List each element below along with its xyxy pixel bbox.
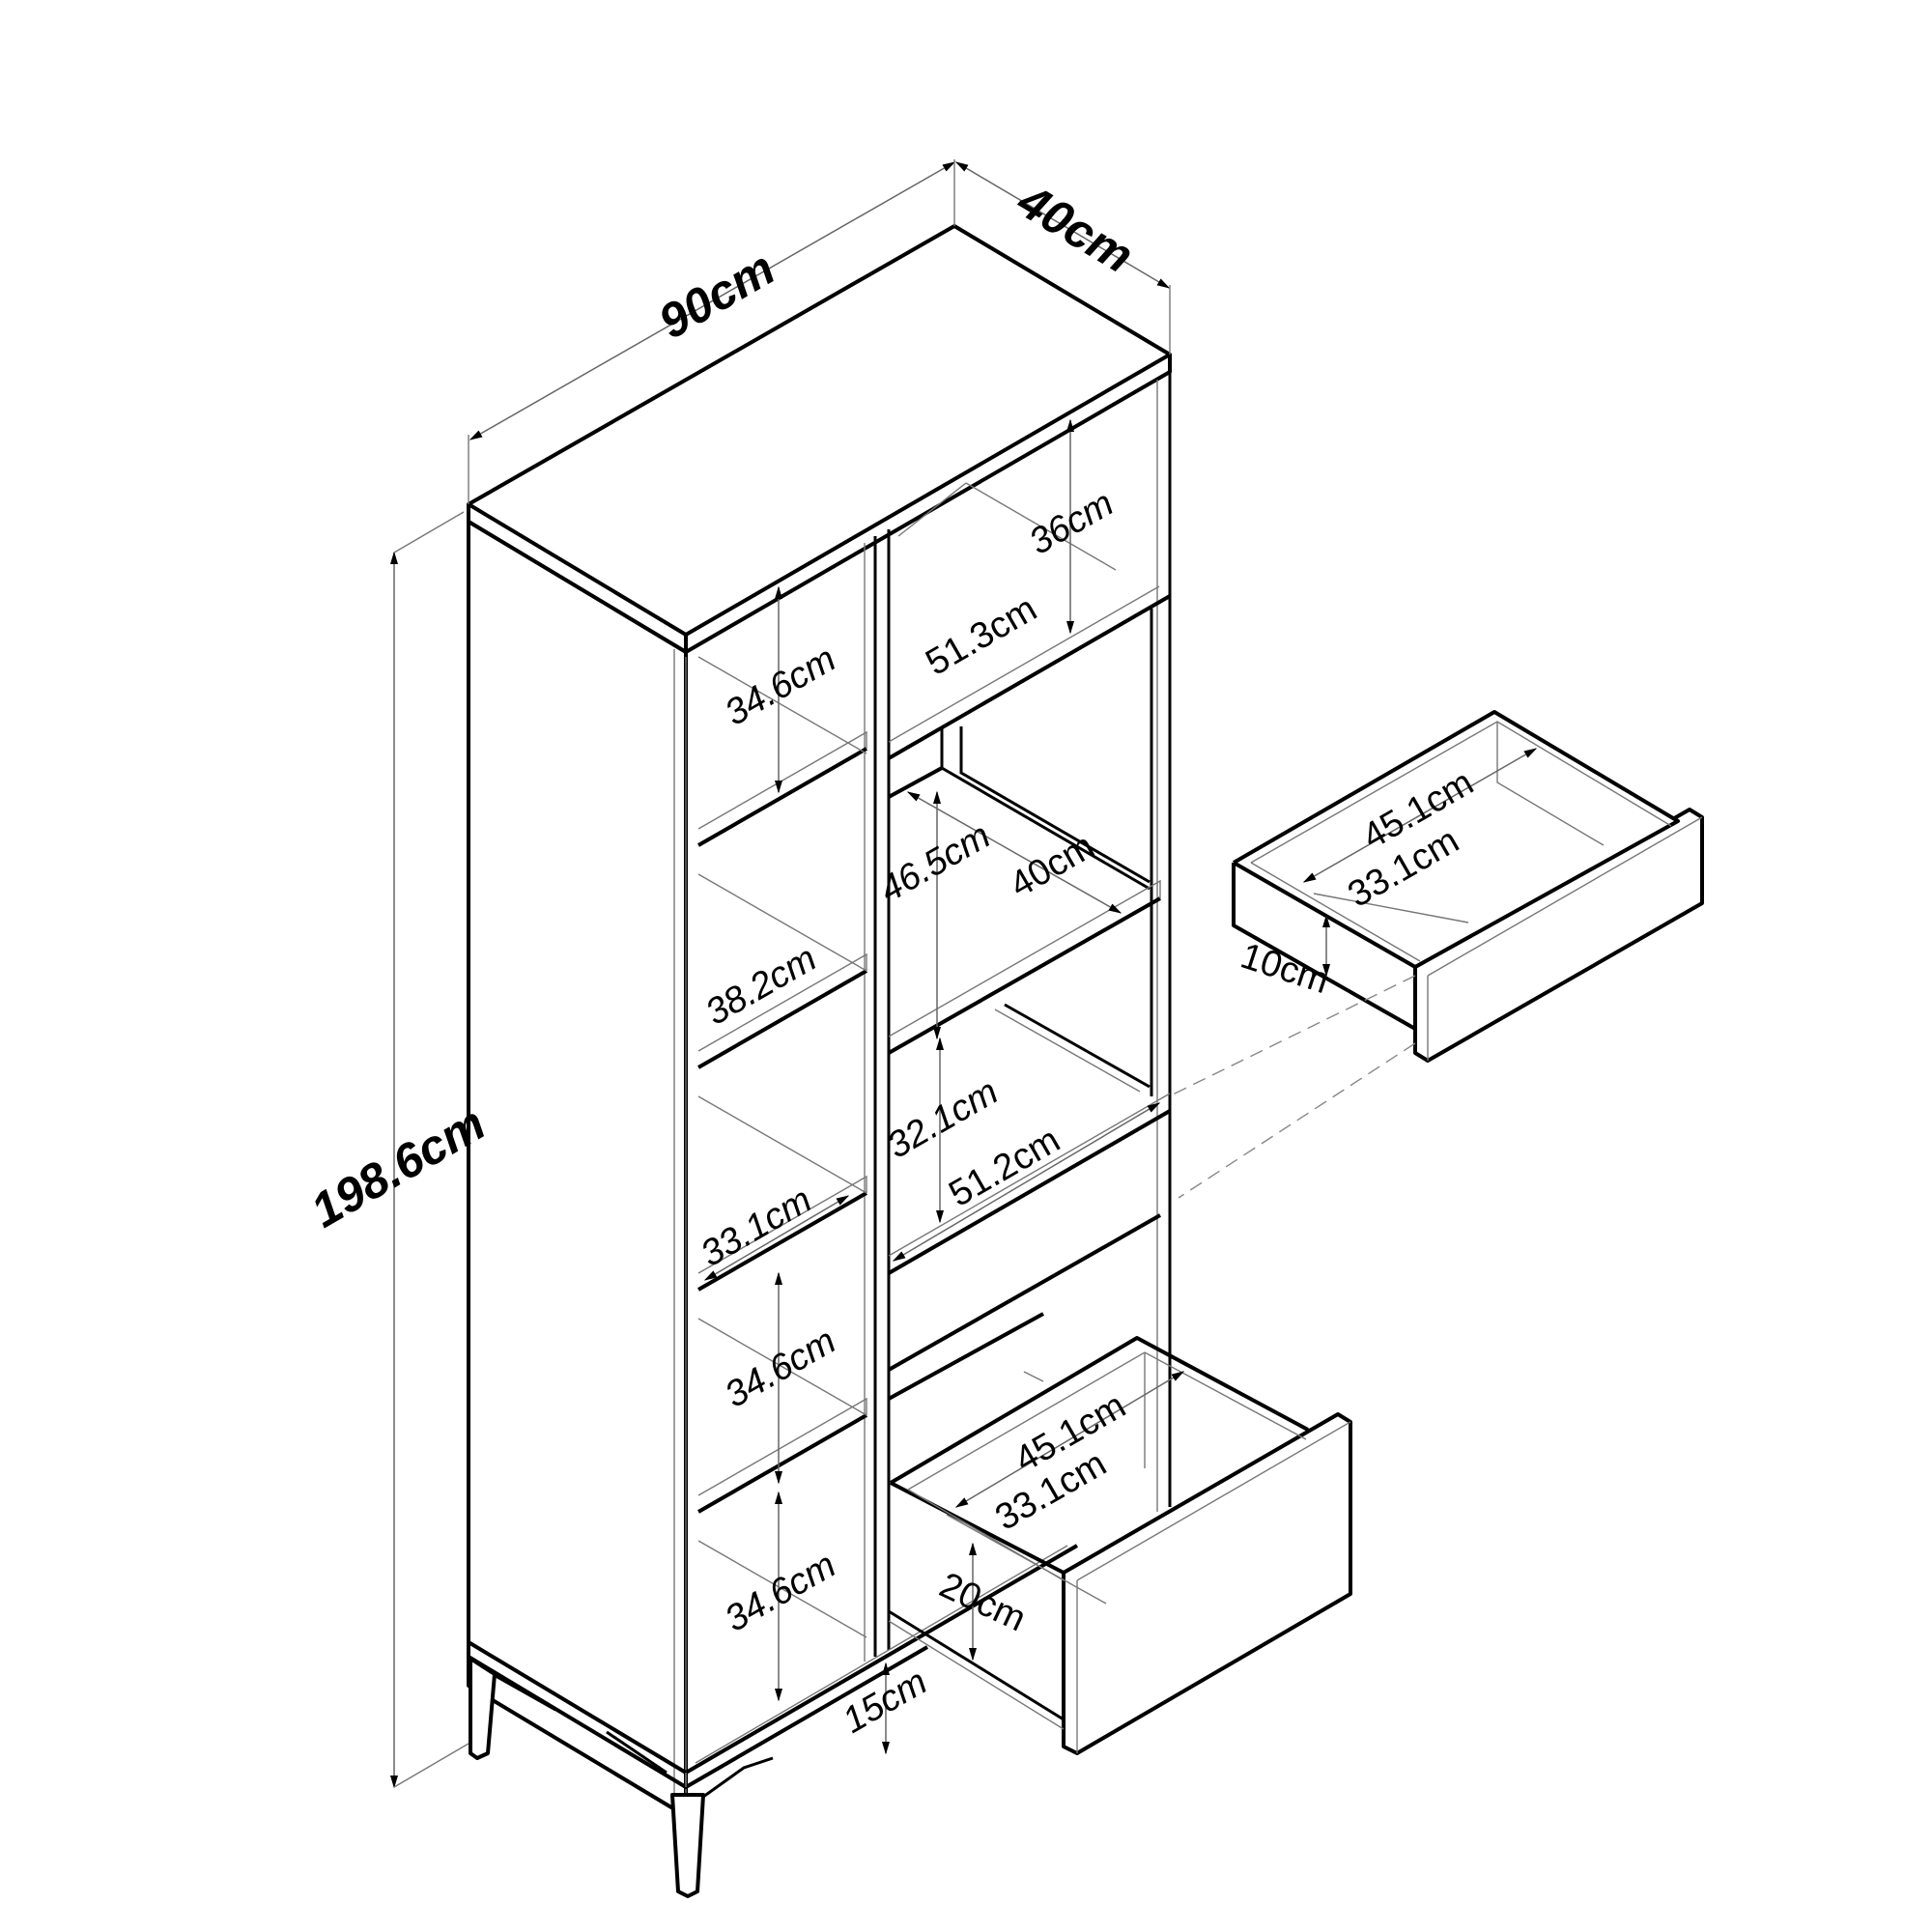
label-overall-height: 198.6cm [302, 1095, 495, 1237]
label-large-drawer-height: 20cm [933, 1565, 1032, 1639]
large-drawer-front [1062, 1412, 1352, 1755]
label-right-middle-height: 46.5cm [873, 815, 998, 911]
label-right-top-width: 51.3cm [920, 588, 1044, 684]
label-right-lower-height: 32.1cm [881, 1071, 1006, 1167]
cabinet-left-side [467, 520, 688, 1818]
label-overall-depth: 40cm [1008, 173, 1142, 283]
left-column-shelves [697, 656, 867, 1638]
label-left-compartment-4-height: 34.6cm [719, 1321, 843, 1416]
label-left-compartment-5-height: 34.6cm [719, 1545, 843, 1640]
label-left-compartment-1-height: 34.6cm [719, 639, 843, 734]
label-small-drawer-height: 10cm [1236, 936, 1333, 1003]
large-drawer [888, 1336, 1352, 1755]
cabinet-legs [469, 1657, 774, 1898]
label-right-top-height: 36cm [1023, 483, 1121, 563]
label-overall-width: 90cm [650, 241, 784, 349]
dimension-lines [389, 159, 1538, 1789]
label-left-compartment-2-width: 38.2cm [699, 938, 824, 1034]
label-right-lower-width: 51.2cm [943, 1120, 1067, 1215]
label-left-compartment-3-width: 33.1cm [695, 1179, 819, 1275]
small-drawer-front [1413, 808, 1704, 1063]
